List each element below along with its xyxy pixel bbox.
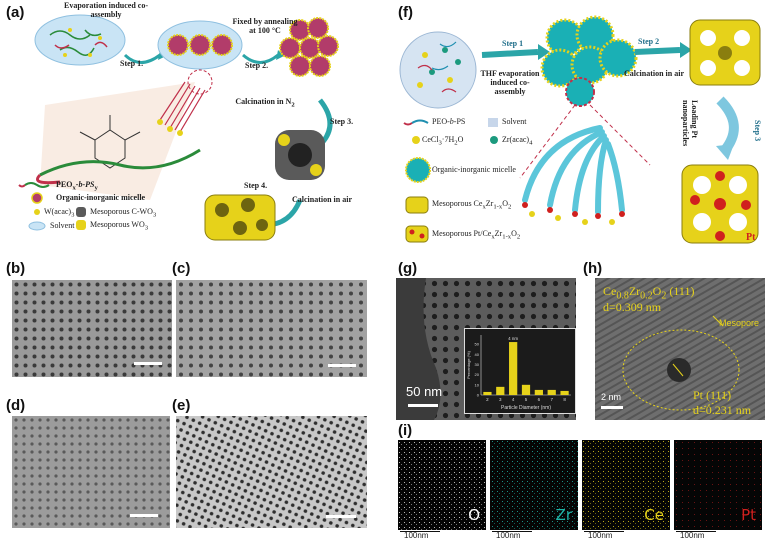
panel-label-f: (f) xyxy=(398,4,413,21)
panel-label-c: (c) xyxy=(172,260,191,277)
histogram-ytick-label: 10 xyxy=(475,382,480,387)
legend-mesoporous-cezro2: Mesoporous CexZr1-xO2 xyxy=(432,199,512,211)
histogram-xtick-label: 4 xyxy=(512,397,515,402)
label-step-1-f: Step 1 xyxy=(502,39,524,48)
legend-zr-acac: Zr(acac)4 xyxy=(502,135,533,147)
scale-bar-b xyxy=(134,362,162,365)
histogram-ytick-label: 50 xyxy=(475,342,480,347)
histogram-xtick-label: 2 xyxy=(486,397,489,402)
histogram-bar xyxy=(496,386,505,395)
legend-wacac: W(acac)3 xyxy=(44,207,75,219)
label-calcination-air-a: Calcination in air xyxy=(292,195,353,204)
label-step-3-a: Step 3. xyxy=(330,117,354,126)
label-pt-f: Pt xyxy=(746,232,756,243)
eds-map-ce: Ce xyxy=(582,440,670,530)
scale-bar-e xyxy=(326,515,356,518)
eds-label-pt: Pt xyxy=(741,506,756,524)
legend-c-wo3: Mesoporous C-WO3 xyxy=(90,207,157,219)
sem-image-g: 50 nm Percentage (%) Particle Diameter (… xyxy=(396,278,576,420)
eds-map-pt: Pt xyxy=(674,440,762,530)
eds-scale-label-zr: 100nm xyxy=(496,531,521,540)
label-pt-plane: Pt (111) xyxy=(693,388,732,402)
scale-bar-g xyxy=(408,404,438,407)
legend-peo-ps: PEOx-b-PSy xyxy=(56,180,98,192)
inset-histogram: Percentage (%) Particle Diameter (nm) 2 3… xyxy=(464,328,576,414)
eds-label-o: O xyxy=(468,506,480,524)
histogram-bar xyxy=(560,390,569,395)
scheme-f-graphic xyxy=(399,15,761,244)
histogram-ytick-label: 20 xyxy=(475,372,480,377)
label-step-2-a: Step 2. xyxy=(245,61,269,70)
label-step-4-a: Step 4. xyxy=(244,181,268,190)
legend-solvent-f: Solvent xyxy=(502,117,527,126)
legend-mesoporous-pt-cezro2: Mesoporous Pt/CexZr1-xO2 xyxy=(432,229,521,241)
eds-label-zr: Zr xyxy=(555,506,572,524)
panel-label-g: (g) xyxy=(398,260,418,277)
label-evaporation: Evaporation induced co-assembly xyxy=(63,1,148,19)
histogram-xlabel: Particle Diameter (nm) xyxy=(501,405,551,411)
legend-wo3: Mesoporous WO3 xyxy=(90,220,149,232)
label-step-2-f: Step 2 xyxy=(638,37,660,46)
panel-label-e: (e) xyxy=(172,397,191,414)
label-step-3-f: Step 3 xyxy=(752,120,762,142)
histogram-ytick-label: 40 xyxy=(475,352,480,357)
scale-label-h: 2 nm xyxy=(601,392,622,402)
histogram-ylabel: Percentage (%) xyxy=(466,350,471,378)
histogram-ytick-label: 0 xyxy=(477,393,480,398)
eds-scale-line-pt xyxy=(676,531,716,532)
scale-bar-c xyxy=(328,364,356,367)
sem-image-d xyxy=(12,416,170,528)
sem-image-b xyxy=(12,280,172,377)
legend-cecl3: CeCl3·7H2O xyxy=(422,135,464,147)
histogram-bar xyxy=(483,391,492,395)
eds-scale-line-ce xyxy=(584,531,624,532)
label-loading-pt: Loading Pt nanoparticles xyxy=(681,100,699,147)
histogram-xtick-label: 8 xyxy=(563,397,566,402)
legend-peo-b-ps: PEO-b-PS xyxy=(432,117,466,126)
histogram-bar xyxy=(521,384,531,395)
histogram-ytick-label: 30 xyxy=(475,362,480,367)
legend-solvent-a: Solvent xyxy=(50,221,75,230)
label-mesopore: Mesopore xyxy=(719,318,760,328)
eds-scale-label-o: 100nm xyxy=(404,531,429,540)
panel-label-d: (d) xyxy=(6,397,26,414)
panel-label-b: (b) xyxy=(6,260,26,277)
sem-image-e xyxy=(176,416,367,528)
label-cezr-plane: Ce0.8Zr0.2O2 (111) xyxy=(603,284,695,302)
scale-bar-h xyxy=(601,406,623,409)
label-calcination-air-f: Calcination in air xyxy=(624,69,685,78)
eds-map-zr: Zr xyxy=(490,440,578,530)
scale-label-g: 50 nm xyxy=(406,384,443,399)
legend-micelle-a: Organic-inorganic micelle xyxy=(56,193,146,202)
label-calcination-n2: Calcination in N2 xyxy=(235,97,295,109)
histogram-bar xyxy=(509,342,518,395)
label-thf-evaporation: THF evaporation induced co-assembly xyxy=(480,69,540,96)
tem-image-h: Ce0.8Zr0.2O2 (111) d=0.309 nm Mesopore P… xyxy=(595,278,765,420)
panel-label-a: (a) xyxy=(6,4,25,21)
eds-map-o: O xyxy=(398,440,486,530)
eds-scale-line-zr xyxy=(492,531,532,532)
panel-label-h: (h) xyxy=(583,260,603,277)
histogram-xtick-label: 6 xyxy=(538,397,541,402)
label-cezr-d-spacing: d=0.309 nm xyxy=(603,300,662,314)
histogram-xtick-label: 7 xyxy=(550,397,553,402)
eds-scale-label-pt: 100nm xyxy=(680,531,705,540)
eds-scale-line-o xyxy=(400,531,440,532)
label-step-1-a: Step 1. xyxy=(120,59,144,68)
histogram-annotation: 4 nm xyxy=(508,336,518,341)
label-fixed-annealing: Fixed by annealing at 100 °C xyxy=(232,17,298,35)
histogram-xtick-label: 3 xyxy=(499,397,502,402)
scale-bar-d xyxy=(130,514,158,517)
panel-label-i: (i) xyxy=(398,422,413,439)
histogram-bar xyxy=(547,389,556,395)
label-pt-d-spacing: d=0.231 nm xyxy=(693,403,752,417)
legend-micelle-f: Organic-inorganic micelle xyxy=(432,165,516,174)
histogram-xtick-label: 5 xyxy=(525,397,528,402)
eds-label-ce: Ce xyxy=(644,506,664,524)
eds-scale-label-ce: 100nm xyxy=(588,531,613,540)
histogram-svg: Percentage (%) Particle Diameter (nm) 2 3… xyxy=(466,335,571,411)
sem-image-c xyxy=(176,280,367,377)
scheme-a-graphic xyxy=(18,14,339,241)
histogram-bar xyxy=(534,389,543,395)
